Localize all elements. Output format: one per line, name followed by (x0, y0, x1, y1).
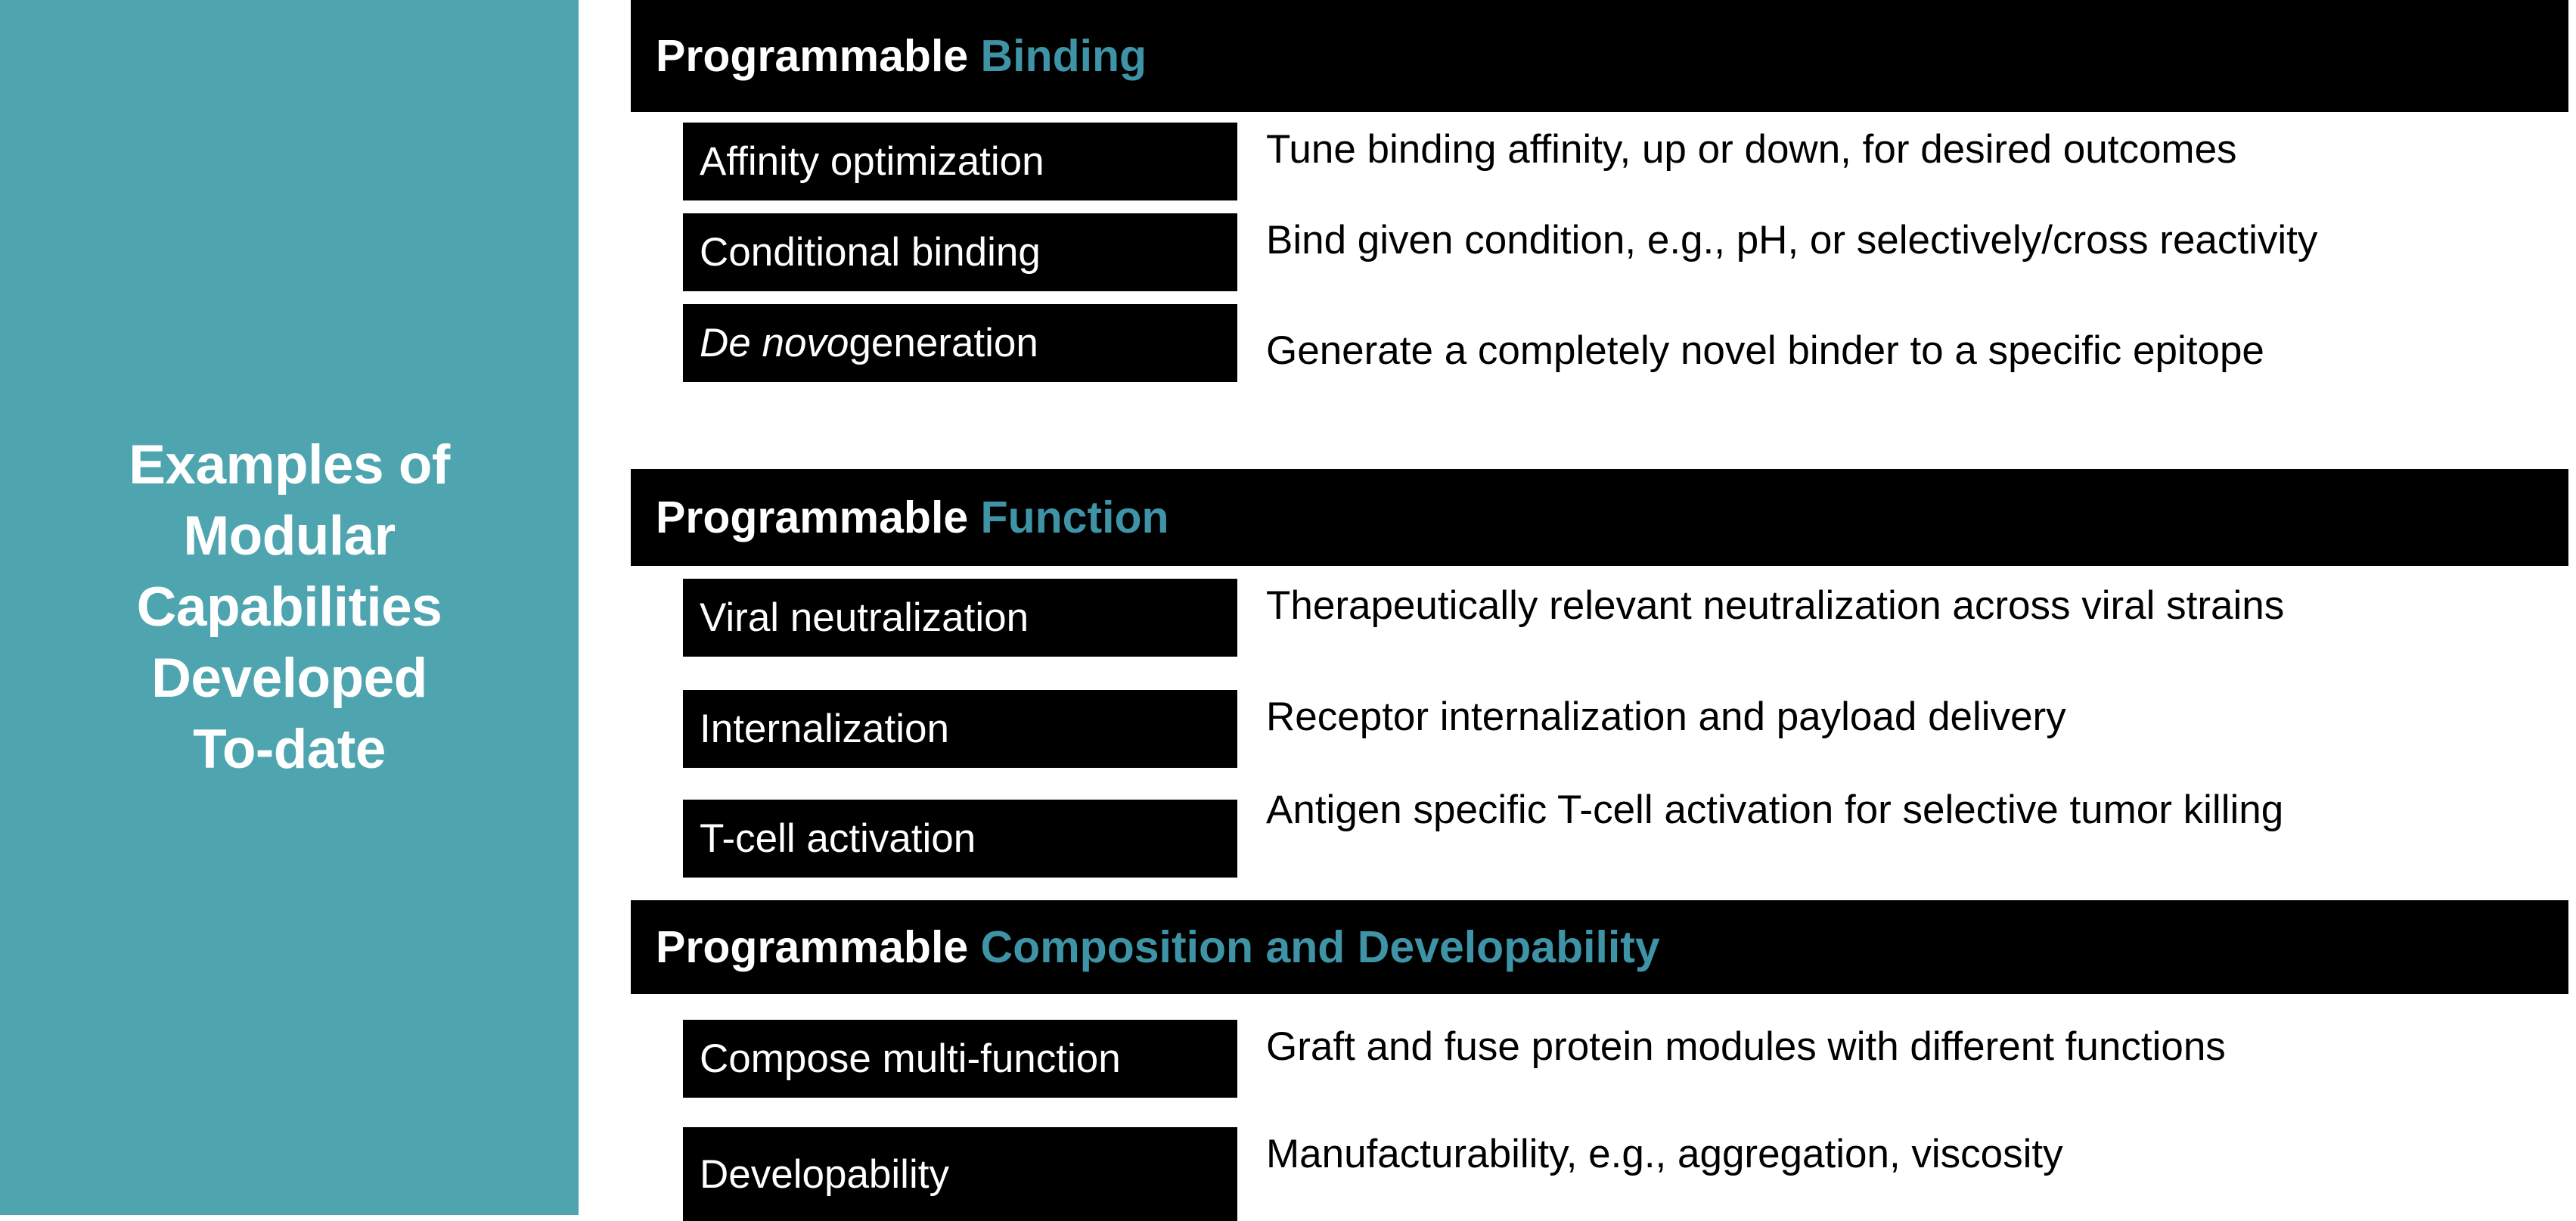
capability-row: Conditional binding Bind given condition… (631, 213, 2568, 291)
capability-row: Viral neutralization Therapeutically rel… (631, 579, 2568, 657)
capability-description: Graft and fuse protein modules with diff… (1266, 1024, 2226, 1069)
capability-description: Receptor internalization and payload del… (1266, 694, 2066, 739)
capability-chip-label: Developability (700, 1151, 949, 1197)
capability-chip-label: Conditional binding (700, 230, 1041, 275)
capability-chip-label: generation (849, 321, 1038, 365)
section-header-lead: Programmable (656, 492, 981, 542)
capability-chip-label: Compose multi-function (700, 1036, 1121, 1081)
page-title: Examples of Modular Capabilities Develop… (129, 433, 450, 781)
section-header-text: Programmable Binding (656, 30, 1147, 81)
section-header-lead: Programmable (656, 30, 981, 81)
capability-chip-label: Affinity optimization (700, 139, 1044, 184)
capability-row: Internalization Receptor internalization… (631, 690, 2568, 768)
capability-row: Affinity optimization Tune binding affin… (631, 123, 2568, 200)
capability-chip[interactable]: Developability (683, 1127, 1237, 1221)
section-header-binding: Programmable Binding (631, 0, 2568, 112)
capability-row: Developability Manufacturability, e.g., … (631, 1127, 2568, 1221)
capability-chip-label: Internalization (700, 707, 949, 751)
section-header-accent: Binding (980, 30, 1147, 81)
capability-chip[interactable]: Compose multi-function (683, 1020, 1237, 1098)
section-header-text: Programmable Function (656, 495, 1169, 540)
capability-chip[interactable]: Conditional binding (683, 213, 1237, 291)
section-header-accent: Function (980, 492, 1169, 542)
sidebar-panel: Examples of Modular Capabilities Develop… (0, 0, 579, 1215)
capability-row: T-cell activation Antigen specific T-cel… (631, 788, 2568, 878)
capability-chip-label: Viral neutralization (700, 595, 1029, 640)
capability-chip-label: T-cell activation (700, 816, 976, 861)
section-header-text: Programmable Composition and Developabil… (656, 921, 1660, 972)
capability-chip[interactable]: De novo generation (683, 304, 1237, 382)
capability-chip-label-italic: De novo (700, 321, 849, 365)
section-header-accent: Composition and Developability (980, 921, 1660, 972)
capability-chip[interactable]: Viral neutralization (683, 579, 1237, 657)
capability-chip[interactable]: T-cell activation (683, 800, 1237, 878)
section-header-lead: Programmable (656, 921, 981, 972)
capability-description: Antigen specific T-cell activation for s… (1266, 788, 2284, 832)
capabilities-content: Programmable Binding Affinity optimizati… (631, 0, 2568, 1221)
capability-row: Compose multi-function Graft and fuse pr… (631, 1020, 2568, 1098)
capability-description: Bind given condition, e.g., pH, or selec… (1266, 218, 2318, 263)
capability-description: Tune binding affinity, up or down, for d… (1266, 127, 2237, 172)
section-header-function: Programmable Function (631, 469, 2568, 566)
capability-description: Therapeutically relevant neutralization … (1266, 583, 2285, 628)
capability-chip[interactable]: Internalization (683, 690, 1237, 768)
section-header-composition: Programmable Composition and Developabil… (631, 900, 2568, 994)
capability-description: Generate a completely novel binder to a … (1266, 328, 2264, 373)
capability-chip[interactable]: Affinity optimization (683, 123, 1237, 200)
capability-description: Manufacturability, e.g., aggregation, vi… (1266, 1132, 2063, 1176)
capability-row: De novo generation Generate a completely… (631, 304, 2568, 382)
